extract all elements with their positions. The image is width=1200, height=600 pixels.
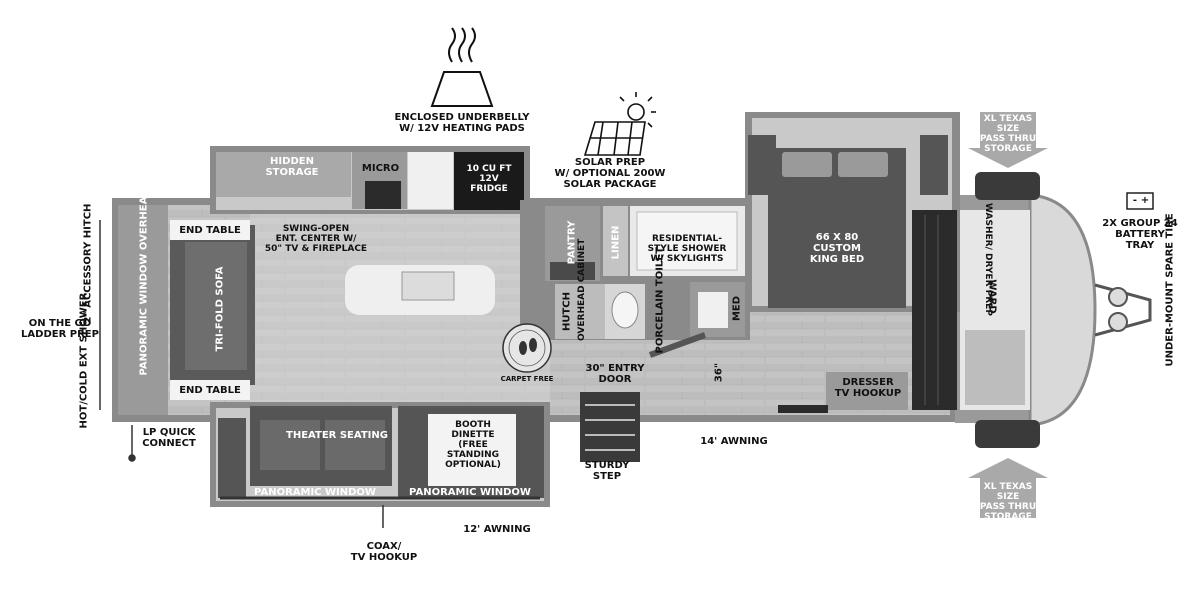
ladder-prep-label: ON THE GO LADDER PREP <box>21 318 99 340</box>
sun-icon <box>619 92 656 128</box>
toilet-label: PORCELAIN TOILET <box>654 247 666 354</box>
wardrobe <box>912 210 1030 410</box>
xl-storage-bottom-label: XL TEXAS SIZE PASS THRU STORAGE <box>979 482 1037 522</box>
xl-storage-top-label: XL TEXAS SIZE PASS THRU STORAGE <box>979 114 1037 154</box>
arrow-down-icon <box>968 112 1048 168</box>
sturdy-step-label: STURDY STEP <box>584 460 630 482</box>
left-fixtures <box>99 220 384 528</box>
lp-connect-label: LP QUICK CONNECT <box>142 427 196 449</box>
living-slide <box>210 402 550 507</box>
battery-minus-label: - <box>1132 195 1138 206</box>
linen-label: LINEN <box>610 225 622 260</box>
sofa-label: TRI-FOLD SOFA <box>214 266 226 352</box>
end-table-top-label: END TABLE <box>179 225 241 236</box>
entry-door-label: 30" ENTRY DOOR <box>585 363 645 385</box>
coax-label: COAX/ TV HOOKUP <box>350 541 418 563</box>
dresser <box>778 372 908 413</box>
washer-dryer-label: WASHER/ DRYER PREP <box>983 203 993 316</box>
battery-plus-label: + <box>1140 195 1150 206</box>
hidden-storage-label: HIDDEN STORAGE <box>265 156 319 178</box>
battery-label: 2X GROUP 24 BATTERY TRAY <box>1102 218 1178 251</box>
heat-icon <box>430 27 494 107</box>
overhead-cabinet-label: OVERHEAD CABINET <box>577 238 587 341</box>
awning-12-label: 12' AWNING <box>463 524 531 535</box>
kitchen-slide <box>210 146 530 214</box>
kitchen-island <box>345 265 495 315</box>
battery-icon <box>1126 192 1154 210</box>
micro-label: MICRO <box>361 163 400 174</box>
end-table-bottom-label: END TABLE <box>179 385 241 396</box>
theater-label: THEATER SEATING <box>286 430 388 441</box>
dim-36-label: 36" <box>713 362 725 383</box>
carpet-free-badge <box>502 323 552 373</box>
sofa-area <box>118 205 255 415</box>
fridge-label: 10 CU FT 12V FRIDGE <box>466 164 512 194</box>
solar-panel-icon <box>583 121 646 156</box>
spare-tire-label: UNDER-MOUNT SPARE TIRE <box>1164 213 1176 367</box>
solar-label: SOLAR PREP W/ OPTIONAL 200W SOLAR PACKAG… <box>554 157 666 190</box>
bath-block <box>520 200 750 358</box>
underbelly-label: ENCLOSED UNDERBELLY W/ 12V HEATING PADS <box>394 112 530 134</box>
pantry-label: PANTRY <box>566 220 578 265</box>
dresser-label: DRESSER TV HOOKUP <box>834 377 902 399</box>
ward-label: WARD <box>986 279 998 314</box>
ent-center-label: SWING-OPEN ENT. CENTER W/ 50" TV & FIREP… <box>264 224 368 254</box>
shower-label: RESIDENTIAL- STYLE SHOWER W/ SKYLIGHTS <box>647 234 727 264</box>
ext-shower-label: HOT/COLD EXT SHOWER <box>78 292 90 429</box>
med-label: MED <box>731 295 743 322</box>
carpet-free-label: CARPET FREE <box>500 375 554 383</box>
awning-14-label: 14' AWNING <box>700 436 768 447</box>
pan-window-1-label: PANORAMIC WINDOW <box>254 487 376 498</box>
arrow-up-icon <box>968 458 1048 518</box>
entry-step <box>580 392 640 462</box>
king-bed-label: 66 X 80 CUSTOM KING BED <box>809 232 865 265</box>
hitch <box>1094 283 1152 337</box>
booth-label: BOOTH DINETTE (FREE STANDING OPTIONAL) <box>445 420 501 470</box>
pan-window-2-label: PANORAMIC WINDOW <box>409 487 531 498</box>
hutch-label: HUTCH <box>561 291 573 332</box>
pan-window-cab-label: PANORAMIC WINDOW OVERHEAD CABINET <box>138 136 150 376</box>
